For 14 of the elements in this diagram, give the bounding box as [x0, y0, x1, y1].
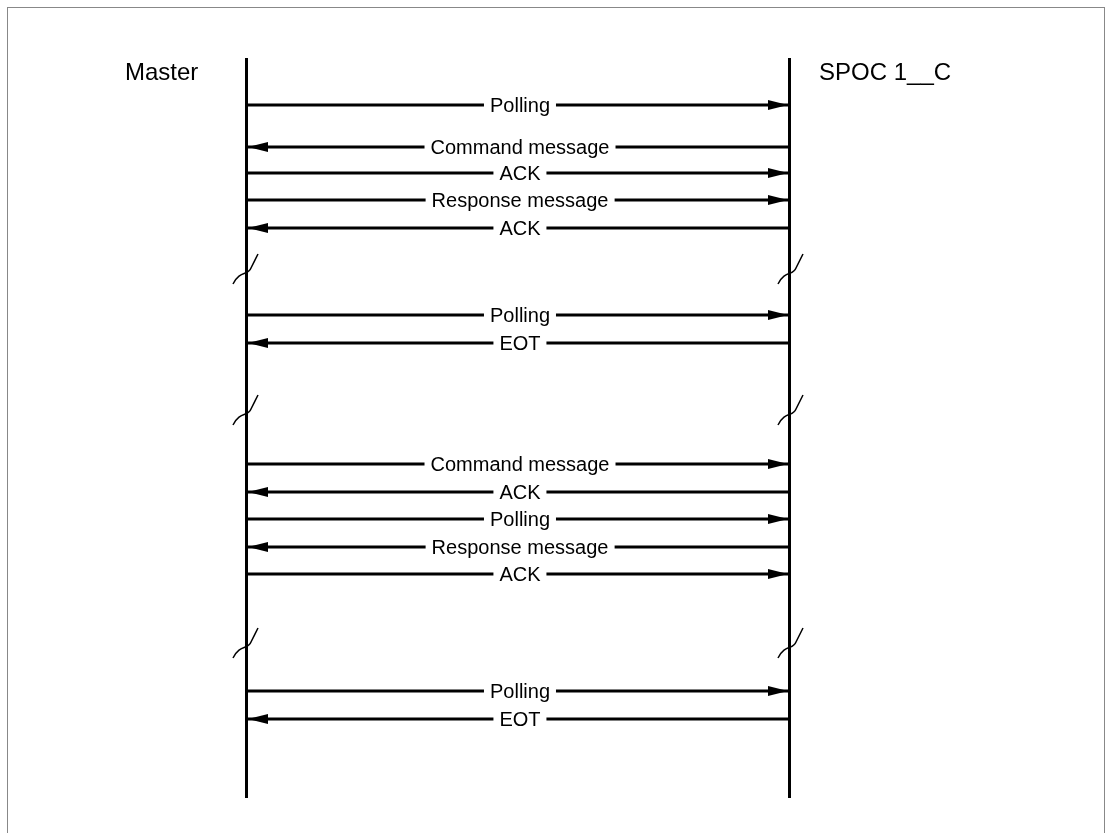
- edge-label: Polling: [484, 508, 556, 530]
- arrow: [248, 569, 788, 579]
- arrow: [248, 338, 788, 348]
- arrow: [248, 487, 788, 497]
- edge-label: Polling: [484, 304, 556, 326]
- edge-label: Polling: [484, 680, 556, 702]
- edge-label: Command message: [424, 453, 616, 475]
- arrow: [248, 168, 788, 178]
- participant-label: SPOC 1__C: [819, 58, 952, 86]
- arrow: [248, 223, 788, 233]
- participant-label: Master: [125, 58, 199, 86]
- arrow: [248, 714, 788, 724]
- edge-label: Command message: [424, 136, 616, 158]
- edge-label: Polling: [484, 94, 556, 116]
